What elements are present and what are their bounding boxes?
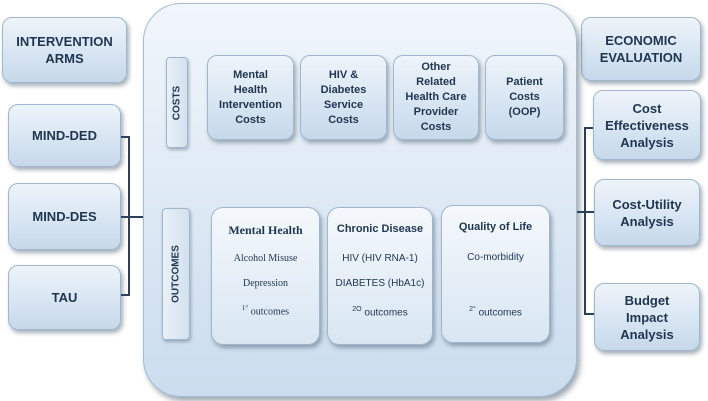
right-connector-bottom [584,313,594,315]
outcome-chronic-disease-title: Chronic Disease [336,223,424,235]
cost-box-hiv-diabetes: HIV & Diabetes Service Costs [300,55,387,140]
economic-evaluation-header-text: ECONOMIC EVALUATION [599,33,683,65]
cost-effectiveness-analysis-label: Cost Effectiveness Analysis [605,100,689,150]
right-connector-mid [576,211,594,213]
cost-hiv-diabetes-label: HIV & Diabetes Service Costs [320,68,367,126]
outcome-mental-health-footer-text: outcomes [250,306,290,318]
arm-mind-ded: MIND-DED [8,104,121,167]
cost-mental-health-label: Mental Health Intervention Costs [219,68,282,126]
left-connector-mid [120,216,144,218]
outcome-quality-of-life-footer: 2° outcomes [469,306,522,319]
right-connector-top [584,127,594,129]
outcome-box-quality-of-life: Quality of Life Co-morbidity 2° outcomes [441,205,550,343]
costs-label-box: COSTS [166,57,188,148]
outcome-quality-of-life-line-1: Co-morbidity [467,252,524,263]
left-connector-top [120,136,130,138]
cost-box-mental-health: Mental Health Intervention Costs [207,55,294,140]
economic-evaluation-header: ECONOMIC EVALUATION [581,17,701,81]
cost-utility-analysis-label: Cost-Utility Analysis [612,196,682,229]
cost-box-patient: Patient Costs (OOP) [485,55,564,140]
budget-impact-analysis-box: Budget Impact Analysis [594,283,700,351]
costs-label: COSTS [171,85,183,120]
outcome-box-chronic-disease: Chronic Disease HIV (HIV RNA-1) DIABETES… [327,207,433,345]
outcome-box-mental-health: Mental Health Alcohol Misuse Depression … [211,207,320,345]
cost-other-provider-label: Other Related Health Care Provider Costs [405,61,467,133]
outcome-mental-health-footer-sup: 1 [241,304,246,312]
outcome-chronic-disease-footer-sup: 2 [352,306,357,313]
intervention-arms-header-text: INTERVENTION ARMS [16,34,113,66]
outcome-quality-of-life-title: Quality of Life [458,221,533,233]
budget-impact-analysis-label: Budget Impact Analysis [620,292,674,342]
outcome-mental-health-title: Mental Health [228,223,303,237]
arm-tau-label: TAU [51,290,78,305]
outcome-chronic-disease-footer-text: outcomes [364,307,408,319]
cost-utility-analysis-box: Cost-Utility Analysis [594,179,700,246]
outcome-quality-of-life-footer-text: outcomes [478,307,522,319]
outcome-chronic-disease-line-1: HIV (HIV RNA-1) [342,253,418,264]
outcomes-label-box: OUTCOMES [162,208,190,340]
outcome-mental-health-footer: 1° outcomes [241,304,290,318]
left-connector-bottom [120,294,130,296]
cost-patient-label: Patient Costs (OOP) [506,76,543,118]
arm-tau: TAU [8,265,121,330]
arm-mind-ded-label: MIND-DED [32,128,97,143]
cost-box-other-provider: Other Related Health Care Provider Costs [393,55,479,140]
outcomes-label: OUTCOMES [170,245,182,303]
intervention-arms-header: INTERVENTION ARMS [2,17,127,83]
outcome-mental-health-line-1: Alcohol Misuse [233,253,298,264]
outcome-chronic-disease-line-2: DIABETES (HbA1c) [335,278,425,289]
outcome-mental-health-line-2: Depression [243,278,288,289]
cost-effectiveness-analysis-box: Cost Effectiveness Analysis [593,90,701,160]
outcome-quality-of-life-footer-sup: 2 [469,306,473,313]
arm-mind-des-label: MIND-DES [32,209,97,224]
arm-mind-des: MIND-DES [8,183,121,250]
outcome-chronic-disease-footer: 2O outcomes [352,306,408,319]
right-connector-vertical [584,127,586,315]
